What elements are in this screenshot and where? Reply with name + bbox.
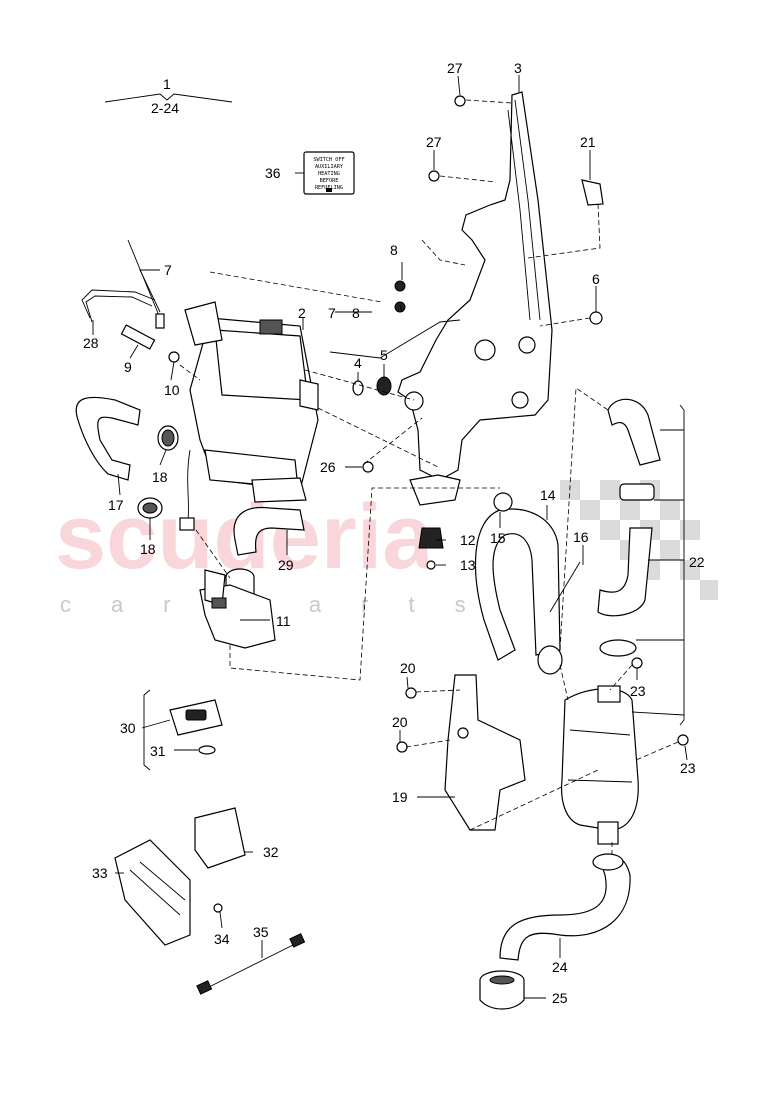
bracket-19 bbox=[444, 674, 526, 831]
callout-27b: 27 bbox=[426, 134, 442, 150]
bolt-20-b bbox=[396, 741, 408, 753]
clamp-18-upper bbox=[157, 425, 179, 451]
callout-36: 36 bbox=[265, 165, 281, 181]
callout-8a: 8 bbox=[390, 242, 398, 258]
nut-34 bbox=[213, 903, 223, 913]
hose-29 bbox=[233, 506, 305, 556]
callout-5: 5 bbox=[380, 347, 388, 363]
clip-8-b bbox=[394, 301, 406, 313]
washer-31 bbox=[198, 745, 216, 755]
clip-8-a bbox=[394, 280, 406, 292]
clamp-24 bbox=[592, 853, 624, 871]
cable-tie-head bbox=[155, 313, 165, 329]
bracket-33 bbox=[114, 839, 191, 946]
callout-6: 6 bbox=[592, 271, 600, 287]
group-label-bottom: 2-24 bbox=[151, 100, 179, 116]
callout-3: 3 bbox=[514, 60, 522, 76]
callout-27a: 27 bbox=[447, 60, 463, 76]
callout-22: 22 bbox=[689, 554, 705, 570]
damper-12 bbox=[418, 527, 444, 549]
clip-10 bbox=[168, 351, 180, 363]
water-pump bbox=[199, 568, 276, 649]
cable-35 bbox=[196, 933, 306, 995]
callout-12: 12 bbox=[460, 532, 476, 548]
grommet-4 bbox=[352, 380, 364, 396]
cable-tie-7b bbox=[329, 319, 461, 359]
callout-8b: 8 bbox=[352, 305, 360, 321]
callout-18a: 18 bbox=[152, 469, 168, 485]
callout-7a: 7 bbox=[164, 262, 172, 278]
sensor-9 bbox=[120, 324, 156, 350]
clamp-15 bbox=[493, 492, 513, 512]
bolt-27-mid bbox=[428, 170, 440, 182]
callout-30: 30 bbox=[120, 720, 136, 736]
exhaust-pipe-24 bbox=[499, 854, 631, 961]
bolt-6 bbox=[589, 311, 603, 325]
callout-24: 24 bbox=[552, 959, 568, 975]
callout-28: 28 bbox=[83, 335, 99, 351]
callout-19: 19 bbox=[392, 789, 408, 805]
grommet-25 bbox=[479, 970, 525, 1010]
hose-set-22 bbox=[597, 398, 661, 657]
hose-28 bbox=[81, 289, 156, 323]
leader-lines bbox=[92, 75, 688, 999]
warning-sticker: SWITCH OFF AUXILIARY HEATING BEFORE REFU… bbox=[303, 151, 355, 195]
callouts: 2 3 4 5 6 7 7 8 8 9 10 11 12 13 14 15 16… bbox=[83, 60, 705, 1006]
group-label: 1 2-24 bbox=[104, 76, 233, 116]
callout-23a: 23 bbox=[630, 683, 646, 699]
hose-17 bbox=[75, 396, 141, 481]
sticker-line-3: HEATING bbox=[318, 171, 340, 177]
cable-tie-16 bbox=[549, 561, 581, 613]
bolt-13 bbox=[426, 560, 436, 570]
grommet-5 bbox=[376, 376, 392, 396]
callout-14: 14 bbox=[540, 487, 556, 503]
callout-23b: 23 bbox=[680, 760, 696, 776]
sticker-line-1: SWITCH OFF bbox=[313, 157, 344, 163]
hose-14-end bbox=[537, 645, 563, 675]
callout-13: 13 bbox=[460, 557, 476, 573]
bracket-3 bbox=[397, 91, 553, 506]
callout-35: 35 bbox=[253, 924, 269, 940]
callout-25: 25 bbox=[552, 990, 568, 1006]
callout-11: 11 bbox=[276, 613, 291, 629]
callout-18b: 18 bbox=[140, 541, 156, 557]
callout-9: 9 bbox=[124, 359, 132, 375]
assembly-lines bbox=[179, 99, 679, 856]
muffler bbox=[560, 685, 639, 845]
group-label-top: 1 bbox=[163, 76, 171, 92]
hose-14 bbox=[474, 508, 561, 661]
callout-2: 2 bbox=[298, 305, 306, 321]
callout-15: 15 bbox=[490, 530, 506, 546]
sticker-line-2: AUXILIARY bbox=[315, 164, 344, 170]
clamp-18-lower bbox=[137, 497, 163, 519]
callout-20a: 20 bbox=[400, 660, 416, 676]
callout-26: 26 bbox=[320, 459, 336, 475]
heater-unit bbox=[179, 301, 319, 531]
bolt-23-a bbox=[631, 657, 643, 669]
callout-20b: 20 bbox=[392, 714, 408, 730]
callout-7b: 7 bbox=[328, 305, 336, 321]
clip-21 bbox=[581, 179, 604, 206]
callout-33: 33 bbox=[92, 865, 108, 881]
sticker-line-4: BEFORE bbox=[320, 178, 339, 184]
callout-17: 17 bbox=[108, 497, 124, 513]
nut-26 bbox=[362, 461, 374, 473]
callout-31: 31 bbox=[150, 743, 166, 759]
callout-16: 16 bbox=[573, 529, 589, 545]
relay-32 bbox=[194, 807, 246, 869]
callout-32: 32 bbox=[263, 844, 279, 860]
callout-29: 29 bbox=[278, 557, 294, 573]
bolt-27-top bbox=[454, 95, 466, 107]
callout-10: 10 bbox=[164, 382, 180, 398]
remote-key bbox=[169, 699, 223, 736]
callout-21: 21 bbox=[580, 134, 596, 150]
callout-4: 4 bbox=[354, 355, 362, 371]
bolt-20-a bbox=[405, 687, 417, 699]
bolt-23-b bbox=[677, 734, 689, 746]
callout-34: 34 bbox=[214, 931, 230, 947]
